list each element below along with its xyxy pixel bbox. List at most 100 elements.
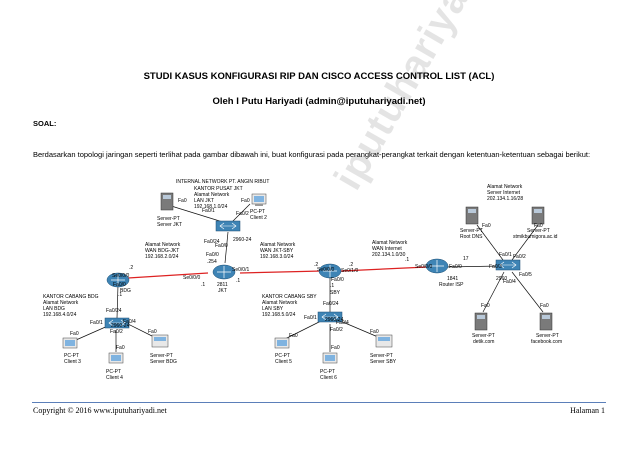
svg-text:Server-PT: Server-PT	[150, 353, 173, 359]
svg-text:Fa0/1: Fa0/1	[90, 320, 103, 326]
link-serverjkt-switch	[167, 204, 227, 224]
link-jkt-sby	[239, 270, 323, 274]
link-client2-switch	[231, 203, 251, 223]
client-4-pc[interactable]: PC-PT Client 4	[106, 352, 124, 381]
svg-text:Fa0/3: Fa0/3	[489, 264, 502, 270]
svg-text:Fa0/1: Fa0/1	[499, 252, 512, 258]
switch-isp[interactable]: 2960	[495, 259, 521, 282]
svg-text:Fa0/2: Fa0/2	[330, 327, 343, 333]
svg-text:facebook.com: facebook.com	[531, 339, 562, 345]
svg-text:detik.com: detik.com	[473, 339, 494, 345]
svg-text:Fa0/2: Fa0/2	[513, 254, 526, 260]
svg-text:2811: 2811	[217, 282, 228, 288]
svg-text:.254: .254	[207, 259, 217, 265]
problem-paragraph: Berdasarkan topologi jaringan seperti te…	[33, 150, 591, 159]
svg-text:192.168.3.0/24: 192.168.3.0/24	[260, 254, 294, 260]
svg-text:Router ISP: Router ISP	[439, 282, 464, 288]
svg-text:Fa0/24: Fa0/24	[204, 239, 220, 245]
svg-text:.1: .1	[236, 278, 240, 284]
svg-text:PC-PT: PC-PT	[275, 353, 290, 359]
jkt-office-label: KANTOR PUSAT JKT Alamat Network LAN JKT …	[194, 186, 243, 210]
svg-text:Se0/0/0: Se0/0/0	[415, 264, 432, 270]
svg-text:Fa0: Fa0	[481, 303, 490, 309]
link-switchjkt-router	[224, 231, 229, 264]
server-detik[interactable]: Server-PT detik.com	[472, 312, 495, 345]
svg-text:Se0/1/0: Se0/1/0	[341, 268, 358, 274]
svg-text:Server-PT: Server-PT	[157, 216, 180, 222]
svg-text:192.168.1.0/24: 192.168.1.0/24	[194, 204, 228, 210]
svg-text:BDG: BDG	[120, 288, 131, 294]
switch-sby[interactable]: 2960-24	[317, 311, 344, 323]
svg-text:Fa0/2: Fa0/2	[236, 211, 249, 217]
svg-text:LAN SBY: LAN SBY	[262, 306, 284, 312]
svg-text:Alamat Network: Alamat Network	[260, 242, 296, 248]
server-jkt[interactable]: Server-PT Server JKT	[157, 192, 182, 228]
server-stmikbumigora[interactable]: Server-PT stmikbumigora.ac.id	[513, 206, 558, 240]
document-title: STUDI KASUS KONFIGURASI RIP DAN CISCO AC…	[143, 71, 495, 82]
svg-text:PC-PT: PC-PT	[64, 353, 79, 359]
svg-text:Fa0/1: Fa0/1	[202, 208, 215, 214]
router-bdg[interactable]: BDG	[106, 272, 131, 294]
server-sby[interactable]: Server-PT Server SBY	[370, 334, 397, 365]
svg-text:LAN JKT: LAN JKT	[194, 198, 214, 204]
svg-text:Server-PT: Server-PT	[472, 333, 495, 339]
router-sby[interactable]: SBY	[318, 263, 342, 296]
client-2-pc[interactable]: PC-PT Client 2	[250, 193, 267, 221]
svg-text:Fa0: Fa0	[482, 223, 491, 229]
svg-text:Fa0/2: Fa0/2	[110, 329, 123, 335]
link-switchisp-detik	[482, 271, 505, 313]
server-facebook[interactable]: Server-PT facebook.com	[531, 312, 562, 345]
svg-text:Se0/0/0: Se0/0/0	[112, 273, 129, 279]
svg-text:Client 4: Client 4	[106, 375, 123, 381]
footer-divider	[32, 402, 606, 403]
svg-text:.2: .2	[349, 262, 353, 268]
svg-text:.2: .2	[314, 262, 318, 268]
svg-text:Fa0/0: Fa0/0	[113, 282, 126, 288]
link-routerbdg-switch	[116, 284, 119, 319]
svg-text:Fa0/0: Fa0/0	[331, 277, 344, 283]
link-switchsby-serversby	[337, 319, 379, 338]
svg-text:.1: .1	[330, 283, 334, 289]
svg-text:Fa0/4: Fa0/4	[123, 319, 136, 325]
svg-text:Fa0/4: Fa0/4	[336, 320, 349, 326]
svg-text:Fa0: Fa0	[70, 331, 79, 337]
svg-text:Alamat Network: Alamat Network	[487, 184, 523, 190]
internet-server-label: Alamat Network Server Internet 202.134.1…	[487, 184, 523, 202]
svg-text:Server-PT: Server-PT	[460, 228, 483, 234]
svg-text:2960: 2960	[496, 276, 507, 282]
svg-text:Server-PT: Server-PT	[370, 353, 393, 359]
router-jkt[interactable]: 2811 JKT	[212, 264, 236, 294]
switch-bdg[interactable]: 2960-24	[104, 317, 130, 329]
link-switchisp-stmik	[511, 224, 539, 261]
router-isp[interactable]: 1841 Router ISP	[425, 258, 464, 288]
svg-text:Fa0: Fa0	[289, 333, 298, 339]
svg-text:PC-PT: PC-PT	[106, 369, 121, 375]
svg-text:Fa0/1: Fa0/1	[304, 315, 317, 321]
svg-text:2960-24: 2960-24	[325, 317, 344, 323]
section-label: SOAL:	[33, 119, 57, 128]
svg-text:Client 3: Client 3	[64, 359, 81, 365]
server-bdg[interactable]: Server-PT Server BDG	[150, 334, 177, 365]
svg-text:Fa0/0: Fa0/0	[215, 243, 228, 249]
svg-text:WAN JKT-SBY: WAN JKT-SBY	[260, 248, 294, 254]
svg-text:Alamat Network: Alamat Network	[145, 242, 181, 248]
client-6-pc[interactable]: PC-PT Client 6	[320, 352, 338, 381]
svg-text:stmikbumigora.ac.id: stmikbumigora.ac.id	[513, 234, 558, 240]
svg-text:Fa0: Fa0	[241, 198, 250, 204]
svg-text:Client 2: Client 2	[250, 215, 267, 221]
svg-text:JKT: JKT	[218, 288, 227, 294]
svg-text:Client 5: Client 5	[275, 359, 292, 365]
server-root-dns[interactable]: Server-PT Root DNS	[460, 206, 483, 240]
svg-text:Root DNS: Root DNS	[460, 234, 483, 240]
svg-text:Fa0: Fa0	[370, 329, 379, 335]
svg-text:KANTOR CABANG BDG: KANTOR CABANG BDG	[43, 294, 99, 300]
svg-text:.1: .1	[201, 282, 205, 288]
client-5-pc[interactable]: PC-PT Client 5	[274, 337, 292, 365]
svg-text:.2: .2	[129, 265, 133, 271]
wan-sby-label: Alamat Network WAN JKT-SBY 192.168.3.0/2…	[260, 242, 296, 260]
switch-jkt[interactable]: 2960-24	[215, 220, 252, 243]
link-sby-isp	[340, 266, 428, 272]
client-3-pc[interactable]: PC-PT Client 3	[62, 337, 81, 365]
svg-text:192.168.2.0/24: 192.168.2.0/24	[145, 254, 179, 260]
